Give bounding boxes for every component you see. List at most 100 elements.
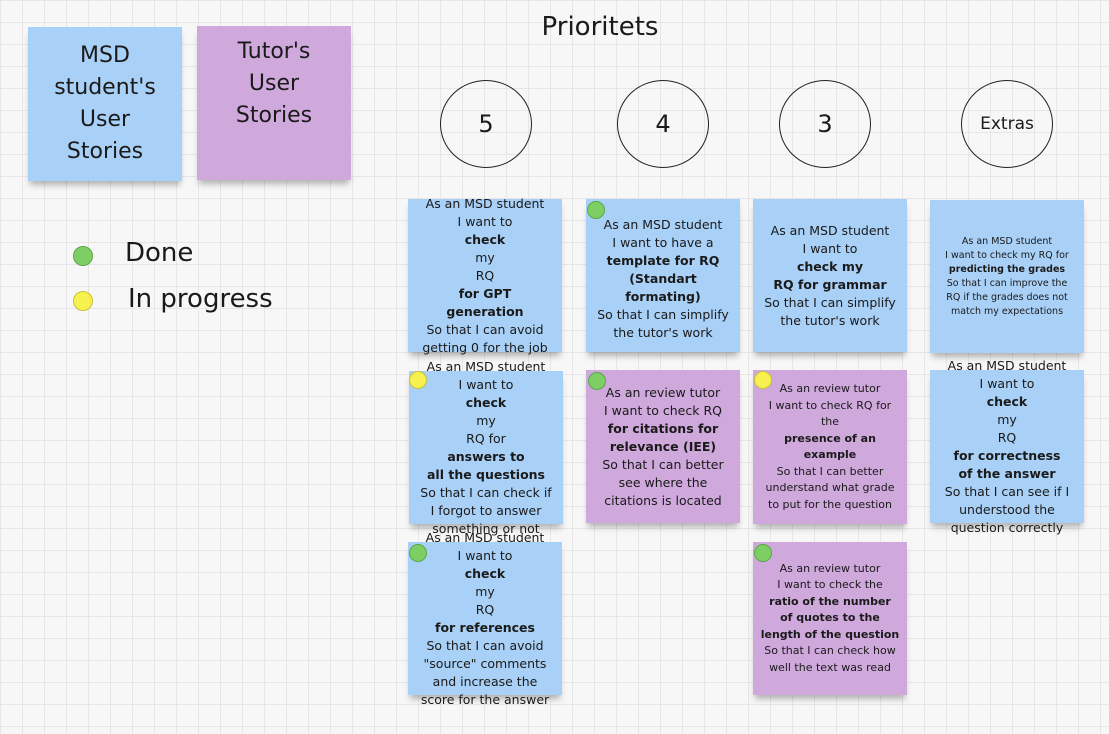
story-line: ratio of the number: [769, 594, 891, 611]
story-line: (Standart: [629, 270, 697, 288]
in-progress-status-dot: [754, 371, 772, 389]
story-line: I want to check RQ for: [769, 398, 891, 415]
story-bold-text: for GPT: [458, 285, 512, 301]
priority-label: 5: [478, 110, 494, 138]
story-line: citations is located: [604, 492, 721, 510]
story-bold-text: presence of an: [784, 431, 876, 445]
story-line: RQ if the grades does not: [946, 291, 1068, 305]
story-bold-text: answers to: [447, 448, 525, 464]
story-line: As an review tutor: [780, 381, 881, 398]
story-line: something or not: [432, 520, 539, 538]
story-bold-text: check: [464, 231, 506, 247]
story-text: the tutor's work: [613, 324, 713, 340]
in-progress-status-dot: [409, 371, 427, 389]
story-bold-text: template for RQ: [606, 252, 720, 268]
story-line: all the questions: [427, 466, 545, 484]
story-note-template-for-rq[interactable]: As an MSD student I want to have a templat…: [586, 199, 740, 352]
story-line: and increase the: [433, 673, 538, 691]
story-line: So that I can see if I: [945, 483, 1069, 501]
story-line: As an MSD student: [604, 216, 723, 234]
priority-circle-4[interactable]: 4: [617, 80, 709, 168]
story-line: As an review tutor: [606, 384, 720, 402]
story-line: score for the answer: [421, 691, 549, 709]
story-bold-text: of quotes to the: [780, 611, 880, 625]
story-line: of the answer: [958, 465, 1055, 483]
story-bold-text: for correctness: [953, 447, 1061, 463]
story-line: As an MSD student: [962, 235, 1052, 249]
story-line: the tutor's work: [613, 324, 712, 342]
story-line: the tutor's work: [780, 312, 879, 330]
story-line: I want to check my: [458, 213, 513, 267]
story-text: I want to: [802, 240, 858, 256]
header-line: User: [79, 107, 131, 132]
story-text: As an MSD student: [947, 357, 1067, 373]
story-text: So that I can avoid: [426, 637, 544, 653]
story-text: the: [820, 415, 840, 428]
story-text: I want to: [457, 547, 513, 563]
story-line: the presence of an: [784, 414, 876, 447]
story-text: RQ: [475, 267, 495, 283]
story-line: understand what grade: [766, 480, 895, 497]
priority-label: 3: [817, 110, 833, 138]
story-bold-text: relevance (IEE): [609, 438, 717, 454]
story-text: RQ: [475, 601, 495, 617]
story-line: template for RQ: [607, 252, 720, 270]
story-bold-text: RQ for grammar: [773, 276, 887, 292]
story-bold-text: check my: [796, 258, 864, 274]
story-text: my: [997, 411, 1017, 427]
story-text: I want to have a: [612, 234, 714, 250]
story-text: question correctly: [950, 519, 1064, 535]
priority-circle-3[interactable]: 3: [779, 80, 871, 168]
story-line: I want to check the: [777, 577, 883, 594]
story-text: my: [476, 412, 496, 428]
story-text: As an review tutor: [779, 382, 881, 395]
story-line: So that I can simplify: [764, 294, 896, 312]
story-line: As an MSD student: [771, 222, 890, 240]
story-bold-text: example: [803, 448, 857, 461]
story-bold-text: for citations for: [607, 420, 719, 436]
story-text: well the text was read: [769, 660, 891, 674]
story-bold-text: check: [986, 393, 1028, 409]
story-text: So that I can better: [776, 464, 884, 478]
story-text: So that I can simplify: [597, 306, 729, 322]
story-line: question correctly: [951, 519, 1064, 537]
story-text: So that I can see if I: [944, 483, 1070, 499]
priority-circle-extras[interactable]: Extras: [961, 80, 1053, 168]
story-line: So that I can improve the: [947, 277, 1068, 291]
story-bold-text: of the answer: [958, 465, 1056, 481]
story-line: As an review tutor: [780, 561, 881, 578]
story-line: of quotes to the: [780, 610, 880, 627]
story-text: As an MSD student: [603, 216, 723, 232]
story-line: So that I can avoid: [426, 321, 543, 339]
story-line: I want to check my RQ for: [945, 249, 1069, 263]
story-line: I want to check my: [797, 240, 863, 276]
story-line: I want to check RQ: [604, 402, 722, 420]
story-line: I want to check my: [459, 376, 514, 430]
story-text: "source" comments: [423, 655, 547, 671]
tutor-stories-header-note[interactable]: Tutor's User Stories: [197, 26, 351, 180]
story-note-presence-of-example[interactable]: As an review tutor I want to check RQ for…: [753, 370, 907, 524]
story-bold-text: ratio of the number: [769, 594, 891, 608]
student-stories-header-note[interactable]: MSD student's User Stories: [28, 27, 182, 181]
story-line: for citations for: [608, 420, 718, 438]
done-status-dot: [588, 372, 606, 390]
story-text: As an MSD student: [425, 529, 545, 545]
story-text: I want to: [457, 213, 513, 229]
story-text: RQ for: [466, 430, 506, 446]
story-text: As an MSD student: [961, 235, 1053, 247]
story-note-predicting-grades[interactable]: As an MSD student I want to check my RQ f…: [930, 200, 1084, 353]
story-line: RQ for references: [435, 601, 535, 637]
priority-label: Extras: [980, 114, 1034, 134]
story-bold-text: generation: [446, 303, 524, 319]
priority-circle-5[interactable]: 5: [440, 80, 532, 168]
story-line: predicting the grades: [949, 263, 1065, 277]
story-text: So that I can simplify: [764, 294, 896, 310]
story-line: I forgot to answer: [431, 502, 542, 520]
